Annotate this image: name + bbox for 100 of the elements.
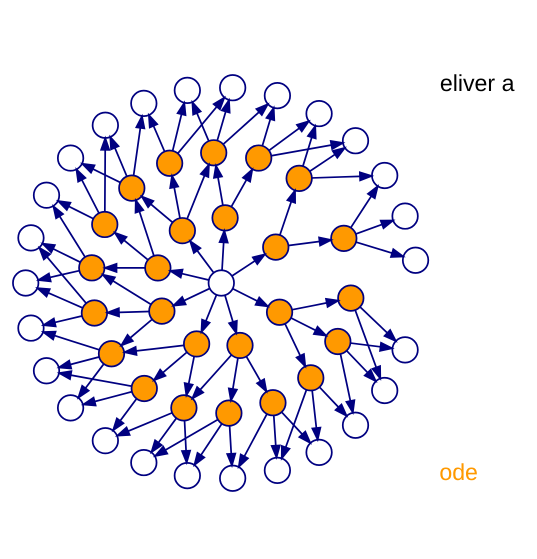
arrow bbox=[132, 114, 146, 176]
arrow bbox=[177, 96, 226, 154]
arrow bbox=[319, 386, 348, 418]
node-circle bbox=[130, 448, 158, 476]
node-circle bbox=[305, 100, 333, 128]
arrow bbox=[40, 330, 100, 351]
arrow bbox=[232, 288, 270, 308]
arrow bbox=[311, 390, 322, 442]
arrow bbox=[109, 134, 128, 177]
arrow bbox=[56, 356, 100, 370]
arrow bbox=[356, 220, 396, 235]
arrow bbox=[40, 315, 82, 328]
arrow bbox=[193, 424, 222, 468]
node-circle bbox=[80, 299, 108, 327]
node-circle bbox=[371, 162, 398, 190]
node-circle bbox=[324, 328, 352, 356]
arrow bbox=[35, 287, 83, 309]
arrow bbox=[52, 204, 86, 258]
arrow bbox=[290, 317, 328, 337]
arrow bbox=[356, 241, 406, 258]
arrow bbox=[232, 252, 267, 276]
node-circle bbox=[264, 82, 291, 110]
node-circle bbox=[330, 224, 358, 252]
node-circle bbox=[211, 204, 239, 232]
arrow bbox=[228, 358, 239, 404]
node-circle bbox=[170, 394, 198, 422]
node-circle bbox=[259, 389, 287, 416]
arrow bbox=[312, 171, 374, 182]
arrow bbox=[112, 231, 148, 260]
arrow bbox=[223, 102, 270, 144]
arrow bbox=[152, 352, 188, 382]
node-circle bbox=[17, 224, 45, 252]
node-circle bbox=[174, 76, 201, 104]
arrow bbox=[284, 324, 306, 369]
arrow bbox=[238, 414, 268, 469]
arrow bbox=[271, 140, 346, 157]
arrow bbox=[169, 173, 181, 218]
node-circle bbox=[262, 234, 290, 261]
arrow bbox=[112, 398, 138, 432]
arrow bbox=[80, 162, 120, 184]
arrow bbox=[188, 239, 214, 273]
node-circle bbox=[17, 314, 45, 342]
arrow bbox=[346, 350, 378, 383]
node-circle bbox=[200, 139, 228, 166]
node-circle bbox=[32, 182, 60, 209]
arrow bbox=[310, 146, 347, 172]
arrow bbox=[226, 426, 236, 468]
arrow bbox=[280, 390, 308, 461]
node-circle bbox=[245, 144, 272, 172]
arrow bbox=[230, 167, 254, 207]
arrow bbox=[246, 356, 268, 394]
arrow bbox=[134, 198, 155, 256]
arrow bbox=[36, 270, 80, 282]
arrow bbox=[152, 418, 218, 458]
node-circle bbox=[148, 298, 176, 325]
node-circle bbox=[32, 357, 60, 384]
arrow bbox=[180, 420, 192, 466]
arrow bbox=[350, 184, 380, 228]
node-circle bbox=[219, 464, 246, 492]
node-circle bbox=[78, 254, 106, 282]
node-circle bbox=[183, 330, 210, 358]
node-circle bbox=[342, 127, 370, 154]
arrow bbox=[150, 418, 177, 454]
arrow bbox=[114, 412, 172, 437]
node-circle bbox=[215, 400, 242, 427]
node-circle bbox=[98, 340, 126, 368]
node-circle bbox=[156, 150, 184, 177]
arrow bbox=[148, 112, 166, 152]
arrow bbox=[190, 354, 232, 400]
arrow bbox=[200, 294, 218, 334]
arrow bbox=[56, 370, 132, 387]
arrow bbox=[212, 163, 224, 206]
arrow bbox=[184, 356, 195, 398]
arrow bbox=[340, 354, 356, 415]
node-circle bbox=[174, 462, 201, 490]
label: eliver a bbox=[440, 70, 514, 96]
node-circle bbox=[144, 254, 172, 282]
node-circle bbox=[208, 269, 235, 297]
node-circle bbox=[130, 90, 158, 117]
arrow bbox=[122, 344, 184, 356]
node-circle bbox=[342, 412, 370, 439]
node-circle bbox=[12, 269, 40, 297]
node-circle bbox=[92, 427, 119, 454]
arrow bbox=[186, 162, 210, 220]
arrow bbox=[100, 136, 110, 212]
arrow bbox=[140, 194, 174, 224]
arrow bbox=[279, 188, 296, 236]
node-circle bbox=[130, 374, 158, 402]
node-circle bbox=[266, 298, 294, 326]
node-circle bbox=[92, 112, 119, 139]
arrow bbox=[354, 310, 382, 381]
node-circle bbox=[286, 164, 313, 192]
arrow bbox=[171, 288, 210, 307]
node-circle bbox=[264, 456, 291, 484]
node-circle bbox=[57, 144, 84, 172]
node-circle bbox=[226, 332, 254, 360]
label: ode bbox=[439, 458, 478, 485]
arrow bbox=[102, 262, 146, 274]
arrow bbox=[56, 200, 94, 220]
arrow bbox=[224, 295, 238, 336]
